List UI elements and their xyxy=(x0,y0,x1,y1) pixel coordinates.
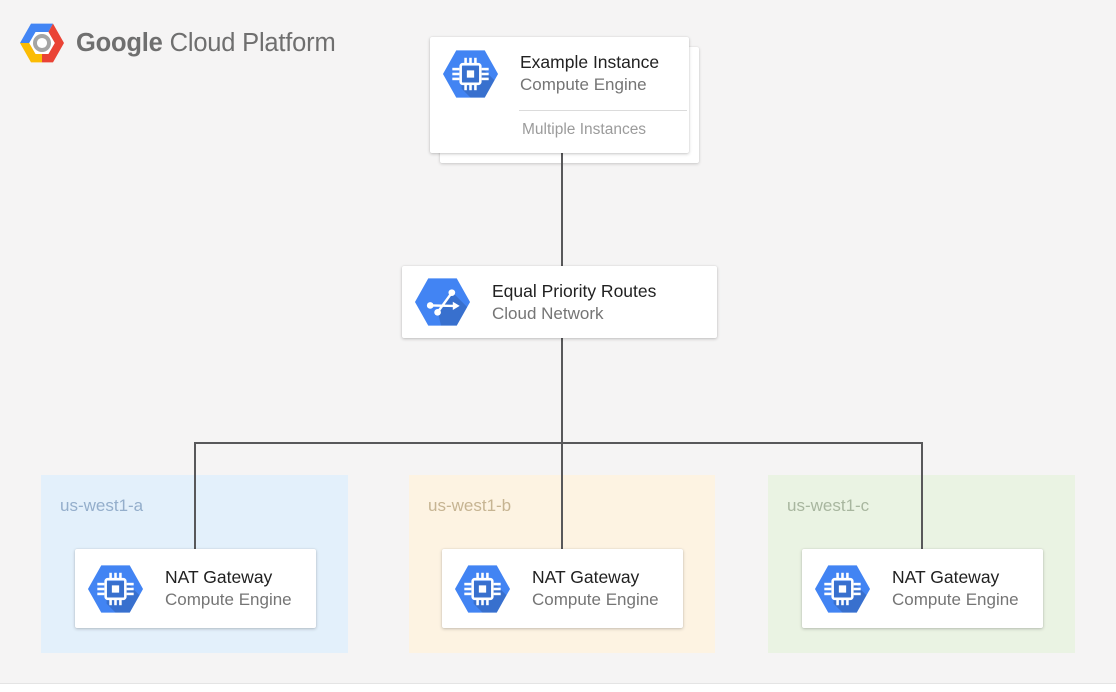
logo-word-google: Google xyxy=(76,28,163,57)
node-subtitle: Compute Engine xyxy=(165,590,292,609)
logo-words-cloud-platform: Cloud Platform xyxy=(169,28,336,57)
connector-bus-to-nat-c xyxy=(921,442,923,551)
compute-engine-icon xyxy=(814,564,871,614)
nat-c-main-row: NAT Gateway Compute Engine xyxy=(802,549,1043,628)
node-subtitle: Cloud Network xyxy=(492,303,604,323)
compute-engine-icon xyxy=(442,49,499,99)
nat-b-main-row: NAT Gateway Compute Engine xyxy=(442,549,683,628)
example-instance-main-row: Example Instance Compute Engine xyxy=(430,37,689,110)
node-title: NAT Gateway xyxy=(165,567,273,587)
node-card-nat-gateway-c: NAT Gateway Compute Engine xyxy=(802,549,1043,628)
node-card-example-instance: Example Instance Compute Engine Multiple… xyxy=(430,37,689,153)
multiple-instances-note: Multiple Instances xyxy=(522,121,647,138)
node-card-nat-gateway-a: NAT Gateway Compute Engine xyxy=(75,549,316,628)
connector-horizontal-bus xyxy=(194,442,923,444)
routes-main-row: Equal Priority Routes Cloud Network xyxy=(402,266,717,338)
connector-bus-to-nat-a xyxy=(194,442,196,551)
example-instance-text: Example Instance Compute Engine xyxy=(520,51,659,96)
zone-label: us-west1-b xyxy=(428,496,512,515)
node-subtitle: Compute Engine xyxy=(892,590,1019,609)
node-card-equal-priority-routes: Equal Priority Routes Cloud Network xyxy=(402,266,717,338)
zone-label: us-west1-a xyxy=(60,496,144,515)
zone-label: us-west1-c xyxy=(787,496,870,515)
node-subtitle: Compute Engine xyxy=(532,590,659,609)
nat-a-main-row: NAT Gateway Compute Engine xyxy=(75,549,316,628)
node-subtitle: Compute Engine xyxy=(520,75,647,94)
node-card-nat-gateway-b: NAT Gateway Compute Engine xyxy=(442,549,683,628)
nat-b-text: NAT Gateway Compute Engine xyxy=(532,566,659,611)
routes-text: Equal Priority Routes Cloud Network xyxy=(492,280,656,325)
node-title: NAT Gateway xyxy=(532,567,640,587)
card-divider xyxy=(519,110,687,111)
cloud-network-icon xyxy=(414,277,471,327)
node-title: Equal Priority Routes xyxy=(492,280,657,301)
compute-engine-icon xyxy=(87,564,144,614)
compute-engine-icon xyxy=(454,564,511,614)
node-title: NAT Gateway xyxy=(892,567,1000,587)
gcp-logo-hexagon-icon xyxy=(20,23,64,63)
connector-example-to-routes xyxy=(561,152,563,268)
nat-a-text: NAT Gateway Compute Engine xyxy=(165,566,292,611)
nat-c-text: NAT Gateway Compute Engine xyxy=(892,566,1019,611)
node-title: Example Instance xyxy=(520,52,660,72)
